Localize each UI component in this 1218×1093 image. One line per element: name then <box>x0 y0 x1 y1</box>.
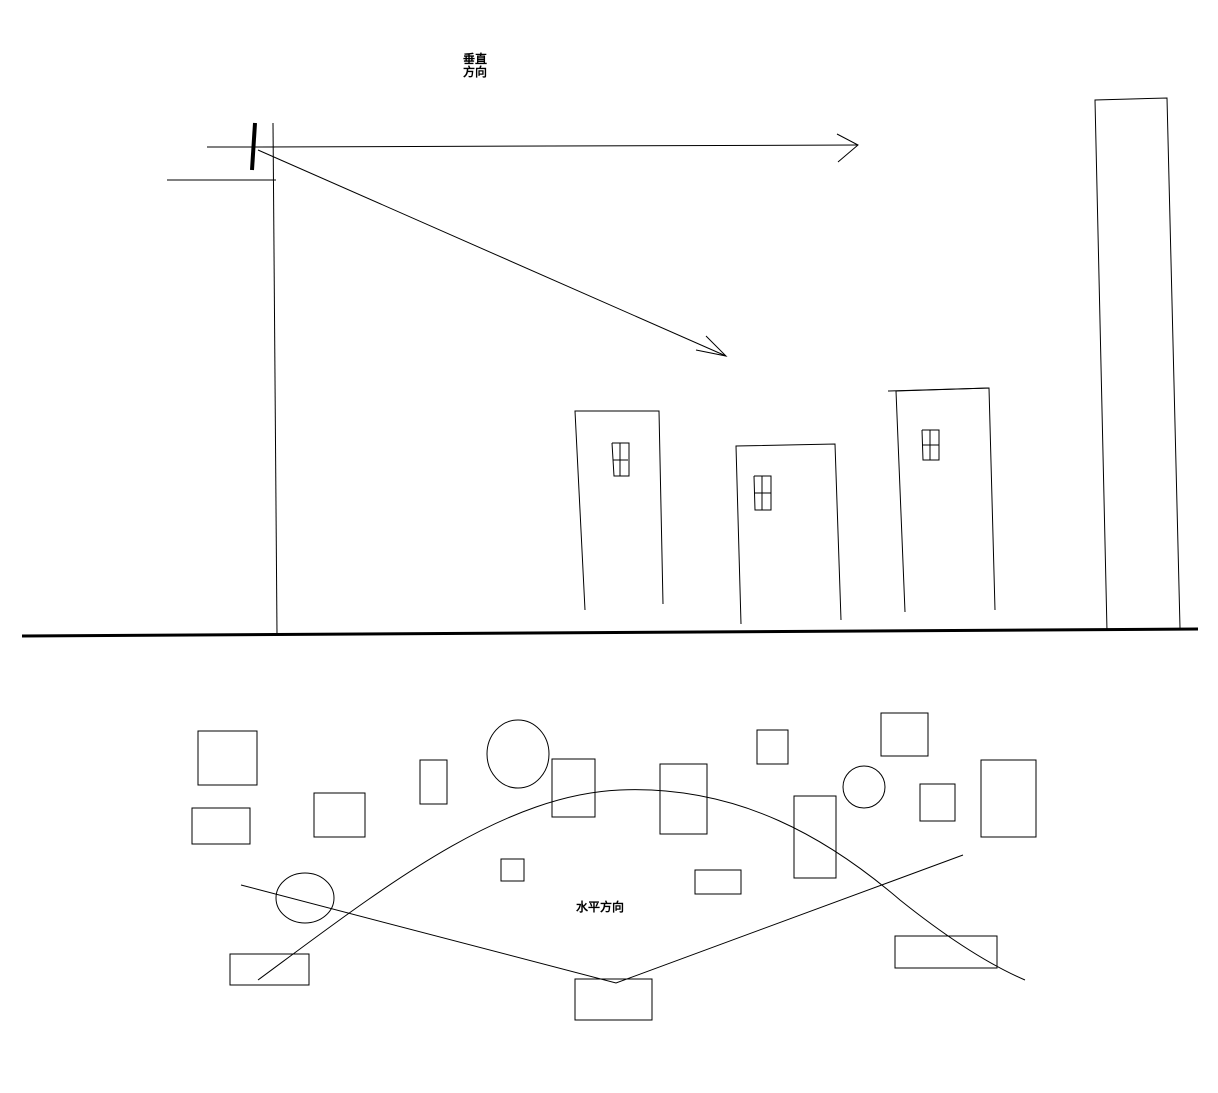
building-2 <box>735 443 842 625</box>
building-3-roof-line <box>887 387 990 392</box>
block-11 <box>980 759 1037 838</box>
downward-sight-arrow <box>257 149 727 357</box>
circle-2 <box>842 765 886 809</box>
horizontal-direction-label: 水平方向 <box>576 900 625 914</box>
v-sight-lines <box>240 854 964 984</box>
horizontal-sight-arrowhead <box>836 133 859 163</box>
block-10 <box>919 783 956 822</box>
circle-3 <box>275 872 335 924</box>
observer-marker <box>250 122 257 171</box>
block-8 <box>880 712 929 757</box>
horizontal-scene <box>191 712 1037 1021</box>
building-3-window <box>921 429 940 461</box>
block-1 <box>197 730 258 786</box>
vertical-direction-label: 垂直 方向 <box>458 53 492 79</box>
block-14 <box>229 953 310 986</box>
vertical-direction-label-line2: 方向 <box>462 65 487 79</box>
block-9 <box>793 795 837 879</box>
block-4 <box>419 759 448 805</box>
horizontal-sight-arrow <box>257 144 859 148</box>
circle-1 <box>486 719 550 789</box>
block-12 <box>500 858 525 882</box>
building-1 <box>574 410 664 611</box>
block-13 <box>694 869 742 895</box>
block-7 <box>756 729 789 765</box>
block-2 <box>191 807 251 845</box>
downward-sight-arrowhead <box>695 335 728 357</box>
building-3 <box>895 387 996 613</box>
building-2-window <box>753 475 772 511</box>
block-6 <box>659 763 708 835</box>
vertical-scene <box>21 97 1199 638</box>
observer-pole <box>272 122 278 636</box>
block-15 <box>574 978 653 1021</box>
block-5 <box>551 758 596 818</box>
tall-building <box>1094 97 1181 632</box>
vertical-direction-label-line1: 垂直 <box>462 52 487 66</box>
wave-sight-curve <box>257 789 1026 981</box>
building-1-window <box>611 442 630 477</box>
block-3 <box>313 792 366 838</box>
block-16 <box>894 935 998 969</box>
ground-line <box>21 627 1199 638</box>
